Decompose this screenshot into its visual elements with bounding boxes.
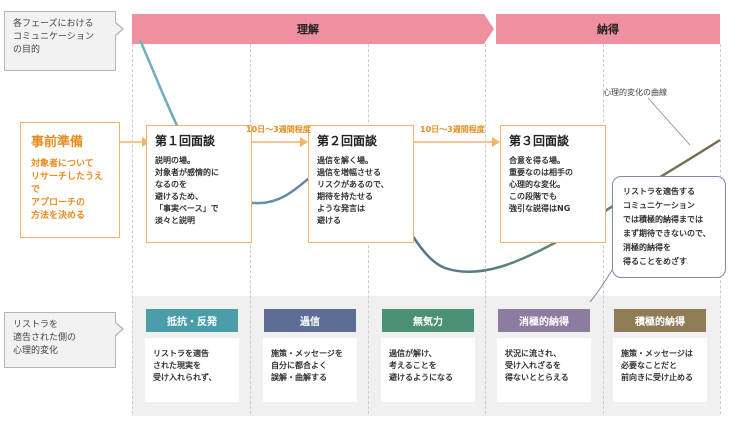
interval-arrow	[252, 137, 308, 147]
interview-body: 過信を解く場。 過信を増幅させる リスクがあるので、 期待を持たせる ような発言…	[317, 156, 389, 225]
phase-label: 納得	[597, 23, 619, 36]
interval-label: 10日〜3週間程度	[420, 125, 485, 134]
phase-understanding: 理解	[132, 14, 484, 44]
interview-3: 第３回面談 合意を得る場。 重要なのは相手の 心理的な変化。 この段階でも 強引…	[500, 125, 606, 243]
interview-2: 第２回面談 過信を解く場。 過信を増幅させる リスクがあるので、 期待を持たせる…	[308, 125, 414, 243]
stage-description: 施策・メッセージを 自分に都合よく 誤解・曲解する	[263, 338, 357, 402]
interval-label: 10日〜3週間程度	[246, 125, 311, 134]
note-bubble: リストラを適告する コミュニケーション では積極的納得までは まず期待できないの…	[612, 176, 726, 278]
phase-acceptance: 納得	[496, 14, 720, 44]
callout-psych-change: リストラを 適告された側の 心理的変化	[4, 312, 116, 368]
stage-description: リストラを適告 された現実を 受け入れられず、	[145, 338, 239, 402]
callout-arrow	[115, 322, 124, 336]
column-divider	[485, 44, 486, 414]
prep-body: 対象者について リサーチしたうえで アプローチの 方法を決める	[31, 159, 104, 221]
curve-label: 心理的変化の曲線	[603, 88, 667, 97]
phase-arrow	[484, 14, 494, 44]
stage-description: 状況に流され、 受け入れざるを 得ないととらえる	[497, 338, 591, 402]
stage-label: 無気力	[382, 309, 474, 332]
stage-label: 積極的納得	[614, 309, 706, 332]
interview-body: 説明の場。 対象者が感情的に なるのを 避けるため、 「事実ベース」で 淡々と説…	[155, 156, 219, 225]
column-divider	[132, 44, 133, 414]
interval-arrow	[414, 137, 500, 147]
prep-title: 事前準備	[31, 135, 84, 150]
interview-title: 第３回面談	[509, 134, 570, 148]
phase-label: 理解	[297, 23, 319, 36]
stage-label: 消極的納得	[498, 309, 590, 332]
interview-body: 合意を得る場。 重要なのは相手の 心理的な変化。 この段階でも 強引な説得はNG	[509, 156, 573, 213]
interview-title: 第２回面談	[317, 134, 378, 148]
stage-description: 過信が解け、 考えることを 避けるようになる	[381, 338, 475, 402]
callout-arrow	[115, 22, 124, 36]
interview-title: 第１回面談	[155, 134, 216, 148]
stage-label: 抵抗・反発	[146, 309, 238, 332]
interview-1: 第１回面談 説明の場。 対象者が感情的に なるのを 避けるため、 「事実ベース」…	[146, 125, 252, 243]
prep-box: 事前準備 対象者について リサーチしたうえで アプローチの 方法を決める	[20, 122, 120, 238]
callout-phase-purpose: 各フェーズにおける コミュニケーション の目的	[4, 11, 116, 71]
stage-description: 施策・メッセージは 必要なことだと 前向きに受け止める	[613, 338, 707, 402]
stage-label: 過信	[264, 309, 356, 332]
